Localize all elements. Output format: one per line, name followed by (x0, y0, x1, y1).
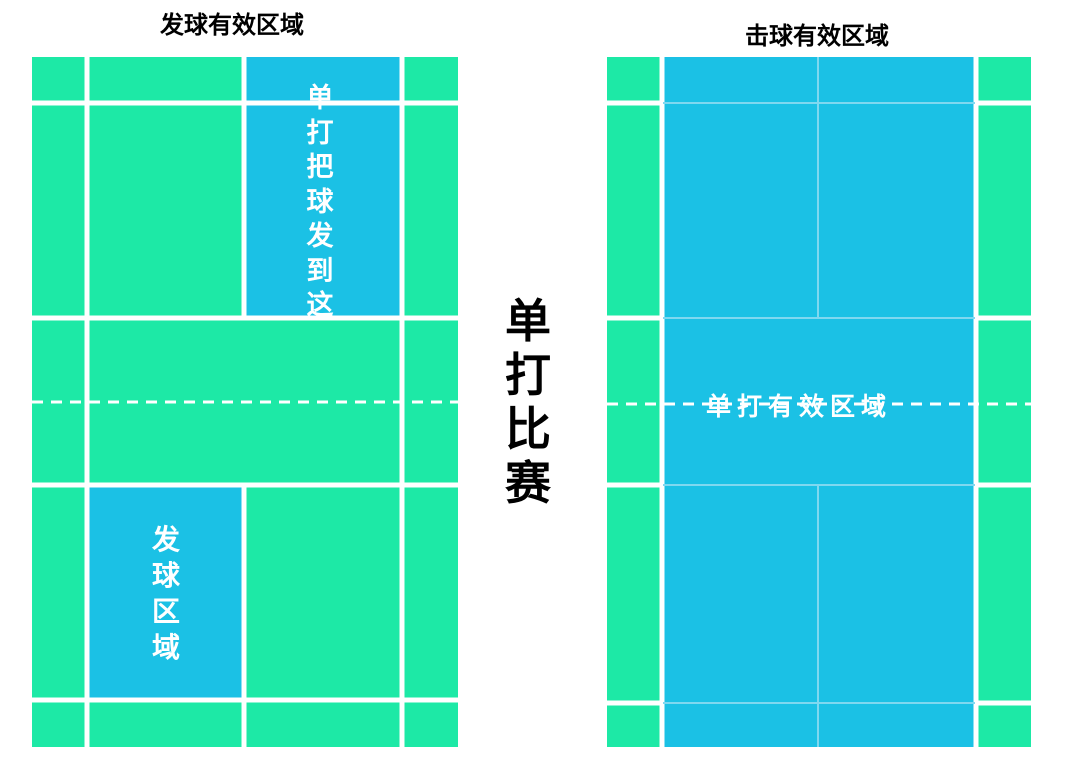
right-court (607, 57, 1031, 747)
right-court-inner-lines (663, 57, 975, 747)
serve-target-label: 单打把球发到这 (306, 83, 334, 321)
left-court (32, 57, 458, 747)
singles-match-title: 单打比赛 (505, 294, 551, 510)
serve-zone-label: 发球区域 (151, 523, 180, 664)
serve-target-zone (245, 57, 400, 317)
hit-valid-area-title: 击球有效区域 (745, 22, 889, 50)
right-court-outer-lines (607, 57, 1031, 747)
singles-valid-zone-label: 单打有效区域 (706, 392, 893, 421)
serve-zone (89, 487, 244, 698)
serve-valid-area-title: 发球有效区域 (160, 11, 304, 39)
